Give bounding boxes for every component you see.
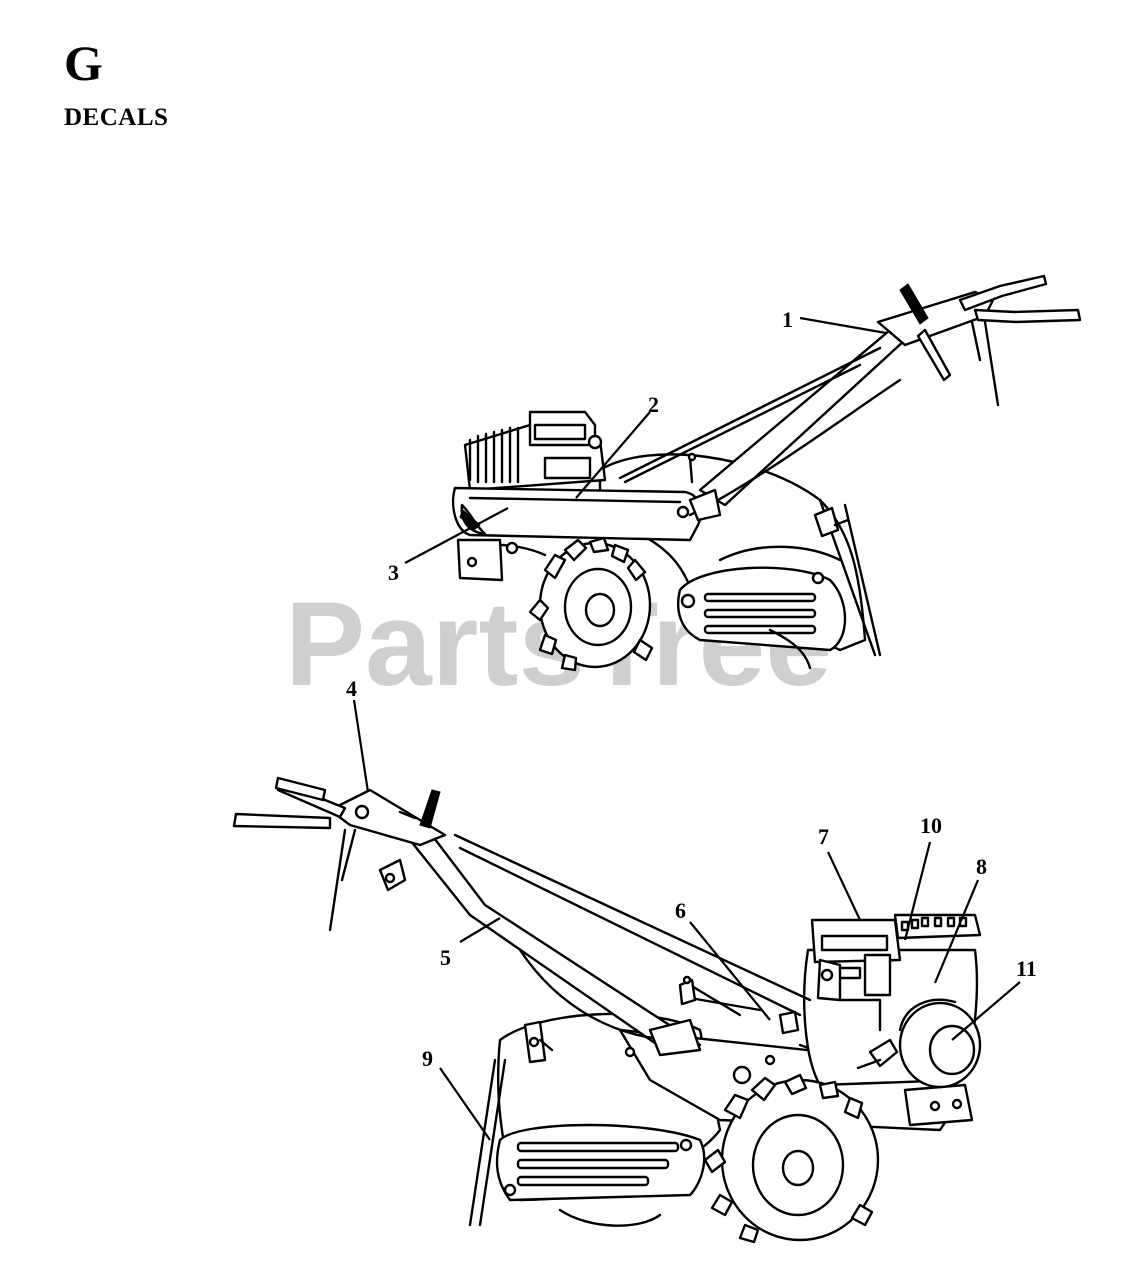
callout-3: 3 (388, 560, 399, 585)
section-letter: G (64, 35, 103, 91)
callout-labels: 1 2 3 4 5 6 7 8 9 10 11 (346, 307, 1037, 1071)
tiller-lower-illustration (232, 776, 982, 1244)
callout-9: 9 (422, 1046, 433, 1071)
callout-8: 8 (976, 854, 987, 879)
tiller-upper-illustration (451, 274, 1082, 672)
callout-leaders (352, 316, 1021, 1141)
callout-7: 7 (818, 824, 829, 849)
callout-10: 10 (920, 813, 942, 838)
callout-6: 6 (675, 898, 686, 923)
callout-2: 2 (648, 392, 659, 417)
callout-5: 5 (440, 945, 451, 970)
section-title: DECALS (64, 104, 169, 131)
callout-11: 11 (1016, 956, 1037, 981)
callout-1: 1 (782, 307, 793, 332)
callout-4: 4 (346, 676, 357, 701)
